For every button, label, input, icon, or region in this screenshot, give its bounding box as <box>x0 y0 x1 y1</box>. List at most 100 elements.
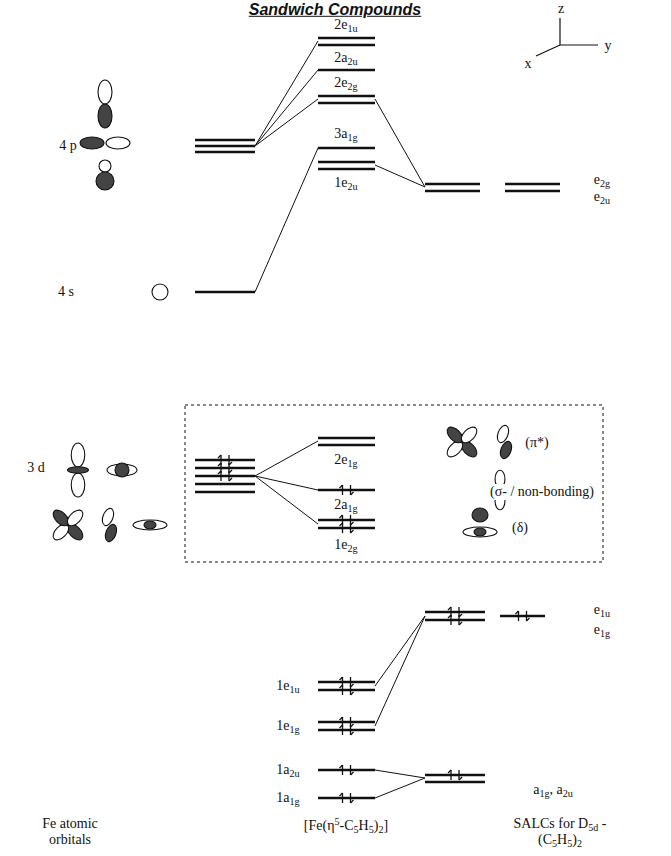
correlation-line <box>255 99 318 146</box>
electron-arrow <box>342 523 343 533</box>
energy-level <box>505 183 560 185</box>
energy-level <box>425 183 480 185</box>
correlation-line <box>255 441 318 476</box>
electron-arrow <box>340 717 343 720</box>
level-label: Fe atomic orbitals <box>21 816 120 848</box>
energy-level <box>425 774 485 776</box>
energy-level <box>195 459 255 461</box>
level-label: e1u <box>592 602 612 618</box>
orbital-lobe <box>458 424 479 445</box>
energy-level <box>195 145 255 147</box>
electron-arrow <box>340 523 343 526</box>
electron-arrow <box>229 478 232 481</box>
level-label: (σ- / non-bonding) <box>488 484 596 500</box>
electron-arrow <box>351 800 354 803</box>
electron-arrow <box>218 455 221 458</box>
electron-arrow <box>351 692 354 695</box>
electron-arrow <box>350 523 351 533</box>
correlation-line <box>375 616 425 686</box>
dashed-box <box>185 405 603 562</box>
electron-arrow <box>450 615 451 625</box>
level-label: 2e1g <box>332 452 359 468</box>
correlation-line <box>255 148 318 292</box>
level-label: 1e1u <box>274 678 301 694</box>
electron-arrow <box>342 485 343 495</box>
orbital-lobe <box>68 467 89 474</box>
correlation-line <box>255 70 318 146</box>
orbital-lobe <box>71 473 85 497</box>
electron-arrow <box>448 615 451 618</box>
energy-level <box>318 689 375 691</box>
level-label: 2e1u <box>332 17 359 33</box>
electron-arrow <box>459 622 462 625</box>
energy-level <box>318 721 375 723</box>
orbital-lobe <box>498 440 514 460</box>
electron-arrow <box>340 485 343 488</box>
energy-level <box>318 102 375 104</box>
energy-level <box>318 489 375 491</box>
level-label: (π*) <box>523 435 550 451</box>
level-label: y <box>603 38 614 54</box>
orbital-lobe <box>463 527 497 537</box>
energy-level <box>505 190 560 192</box>
electron-arrow <box>350 485 351 495</box>
energy-level <box>318 519 375 521</box>
correlation-line <box>255 476 318 524</box>
electron-arrow <box>342 685 343 695</box>
energy-level <box>425 619 485 621</box>
level-label: 3a1g <box>332 126 359 142</box>
electron-arrow <box>351 732 354 735</box>
orbital-lobe <box>103 523 119 543</box>
electron-arrow <box>350 725 351 735</box>
orbital-lobe <box>98 80 112 104</box>
level-label: SALCs for D5d - (C5H5)2 <box>488 816 632 848</box>
energy-level <box>195 491 255 493</box>
energy-level <box>425 190 480 192</box>
electron-arrow <box>458 615 459 625</box>
orbital-lobe <box>96 172 114 190</box>
level-label: z <box>556 1 566 17</box>
energy-level <box>318 681 375 683</box>
energy-level <box>318 44 375 46</box>
energy-level <box>318 527 375 529</box>
level-label: 3 d <box>25 460 47 476</box>
electron-arrow <box>340 765 343 768</box>
electron-arrow <box>526 611 527 621</box>
level-label: x <box>523 56 534 72</box>
energy-level <box>195 151 255 153</box>
orbital-lobe <box>80 137 104 149</box>
orbital-pictures <box>50 80 513 543</box>
correlation-line <box>375 616 425 726</box>
correlation-line <box>375 165 425 187</box>
electron-arrow <box>342 725 343 735</box>
level-label: 1a1g <box>274 790 301 806</box>
electron-arrow <box>448 770 451 773</box>
level-label: 1e1g <box>274 718 301 734</box>
electron-arrow <box>350 685 351 695</box>
level-label: 2a2u <box>332 50 359 66</box>
level-label: 4 s <box>56 284 76 300</box>
energy-level <box>318 95 375 97</box>
electron-arrow <box>218 463 221 466</box>
orbital-lobe <box>99 160 111 172</box>
energy-level <box>195 139 255 141</box>
orbital-lobe <box>106 137 130 149</box>
level-label: e2u <box>592 189 612 205</box>
electron-arrow <box>218 471 221 474</box>
orbital-lobe <box>115 463 129 477</box>
electron-arrow <box>220 471 221 481</box>
energy-levels <box>195 38 560 803</box>
level-label: 2a1g <box>332 497 359 513</box>
energy-level <box>425 781 485 783</box>
orbital-lobe <box>98 104 112 128</box>
level-label: 1a2u <box>274 762 301 778</box>
electron-arrow <box>340 677 343 680</box>
orbital-lobe <box>474 528 486 536</box>
electron-arrow <box>351 492 354 495</box>
orbital-lobe <box>472 508 488 522</box>
orbital-lobe <box>152 284 168 300</box>
electron-arrow <box>342 793 343 803</box>
electron-arrow <box>516 611 519 614</box>
electron-arrow <box>340 725 343 728</box>
energy-level <box>425 611 485 613</box>
